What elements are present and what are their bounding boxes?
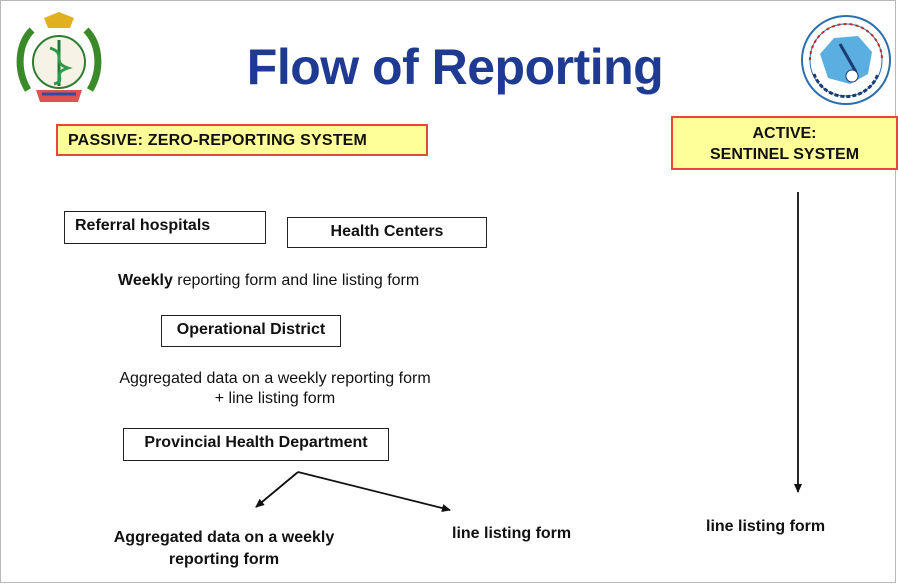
aggregated-label: Aggregated data on a weekly reporting fo… — [90, 369, 460, 409]
output-line-listing-passive: line listing form — [452, 525, 572, 542]
passive-system-label: PASSIVE: ZERO-REPORTING SYSTEM — [56, 124, 428, 156]
node-referral-hospitals: Referral hospitals — [64, 211, 266, 244]
active-line-1: ACTIVE: — [752, 125, 817, 142]
ministry-emblem-icon — [16, 12, 102, 102]
active-system-label: ACTIVE: SENTINEL SYSTEM — [671, 116, 898, 170]
aggregated-line-1: Aggregated data on a weekly reporting fo… — [119, 370, 431, 387]
weekly-rest: reporting form and line listing form — [172, 272, 420, 289]
weekly-form-label: Weekly reporting form and line listing f… — [118, 272, 419, 290]
output-left-line-1: Aggregated data on a weekly — [113, 529, 335, 546]
active-line-2: SENTINEL SYSTEM — [709, 146, 860, 163]
aggregated-line-2: + line listing form — [214, 390, 336, 407]
node-provincial-health-department: Provincial Health Department — [123, 428, 389, 461]
node-operational-district: Operational District — [161, 315, 341, 347]
weekly-bold: Weekly — [118, 272, 173, 289]
cambodia-seal-icon — [801, 15, 891, 105]
arrow-to-aggregated — [255, 471, 299, 508]
page-title: Flow of Reporting — [246, 39, 664, 95]
output-left-line-2: reporting form — [168, 551, 280, 568]
arrow-to-line-listing — [297, 471, 451, 512]
output-aggregated-form: Aggregated data on a weekly reporting fo… — [96, 527, 352, 571]
output-line-listing-active: line listing form — [706, 518, 826, 535]
node-health-centers: Health Centers — [287, 217, 487, 248]
